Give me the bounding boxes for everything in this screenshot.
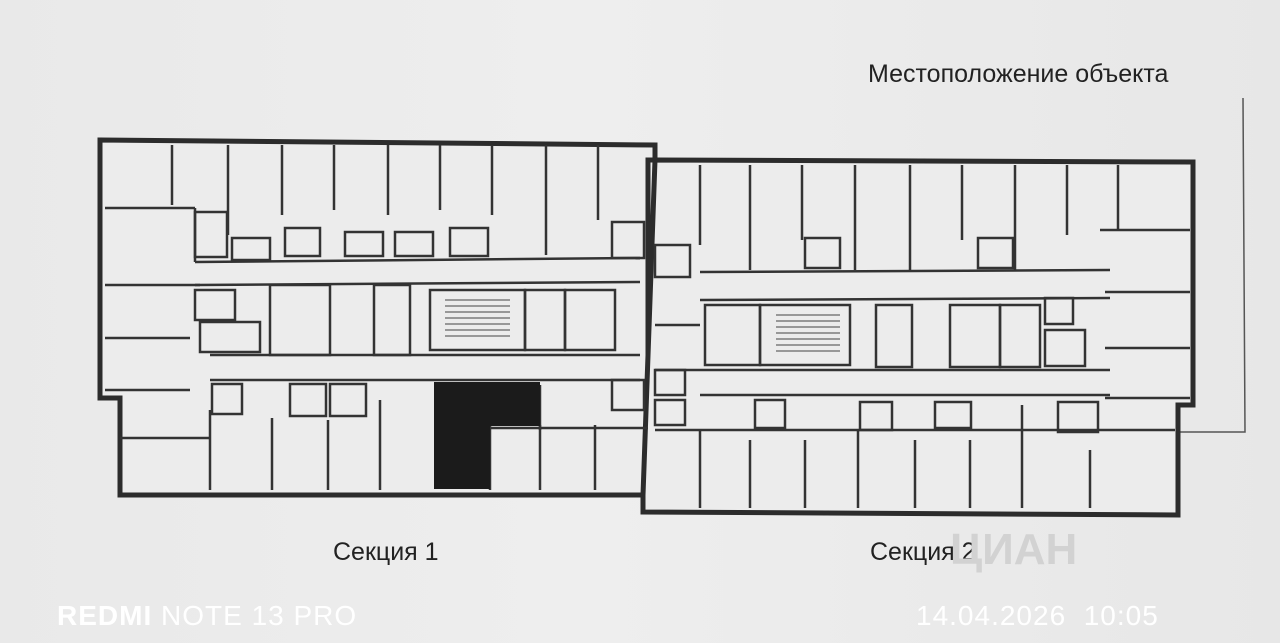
section-2-stairs (776, 314, 840, 352)
camera-watermark-brand: REDMI NOTE 13 PRO (57, 600, 357, 632)
section-1-label: Секция 1 (333, 538, 439, 566)
camera-model: NOTE 13 PRO (161, 600, 358, 631)
section-1-stairs (445, 299, 510, 337)
section-2-walls (653, 165, 1190, 508)
camera-brand: REDMI (57, 600, 153, 631)
camera-datetime: 14.04.2026 10:05 (916, 600, 1159, 631)
location-leader (1180, 97, 1246, 433)
section-1-walls (105, 145, 648, 490)
section-2-plan (640, 157, 1196, 518)
section-2-label: Секция 2 (870, 538, 976, 566)
highlighted-unit (434, 382, 540, 489)
cian-watermark: ЦИАН (950, 525, 1078, 574)
location-label: Местоположение объекта (868, 60, 1169, 88)
section-1-plan (97, 137, 658, 498)
